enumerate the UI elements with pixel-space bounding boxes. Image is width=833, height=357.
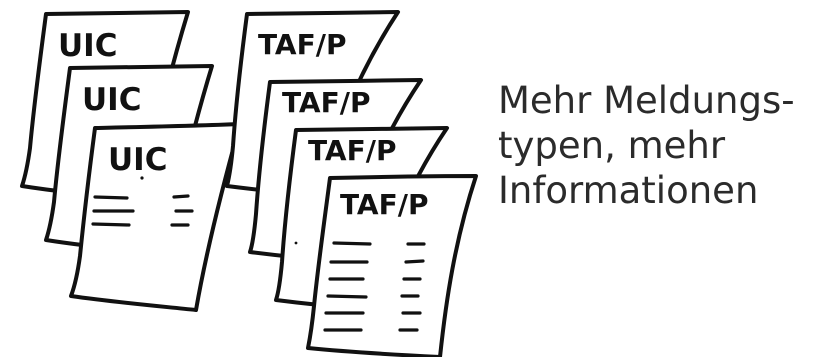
uic-sheet-front: UIC <box>69 122 242 312</box>
caption-line-2: typen, mehr <box>498 124 726 167</box>
uic-sheet-back-label: UIC <box>58 28 117 64</box>
taf-sheet-4-label: TAF/P <box>340 188 428 221</box>
uic-stack: UIC UIC UIC <box>20 10 242 312</box>
taf-stack: TAF/P TAF/P TAF/P TAF/P <box>225 10 478 357</box>
taf-sheet-1-label: TAF/P <box>258 28 346 61</box>
taf-sheet-2-label: TAF/P <box>282 86 370 119</box>
taf-sheet-3-label: TAF/P <box>308 134 396 167</box>
uic-sheet-front-text-lines <box>91 176 194 227</box>
caption-line-3: Informationen <box>498 169 759 212</box>
uic-sheet-middle-label: UIC <box>82 82 141 118</box>
taf-sheet-4: TAF/P <box>306 174 478 357</box>
caption-line-1: Mehr Meldungs- <box>498 79 795 122</box>
caption: Mehr Meldungs- typen, mehr Informationen <box>498 78 828 213</box>
taf-sheet-4-text-lines <box>323 241 426 332</box>
uic-sheet-front-label: UIC <box>108 142 167 178</box>
